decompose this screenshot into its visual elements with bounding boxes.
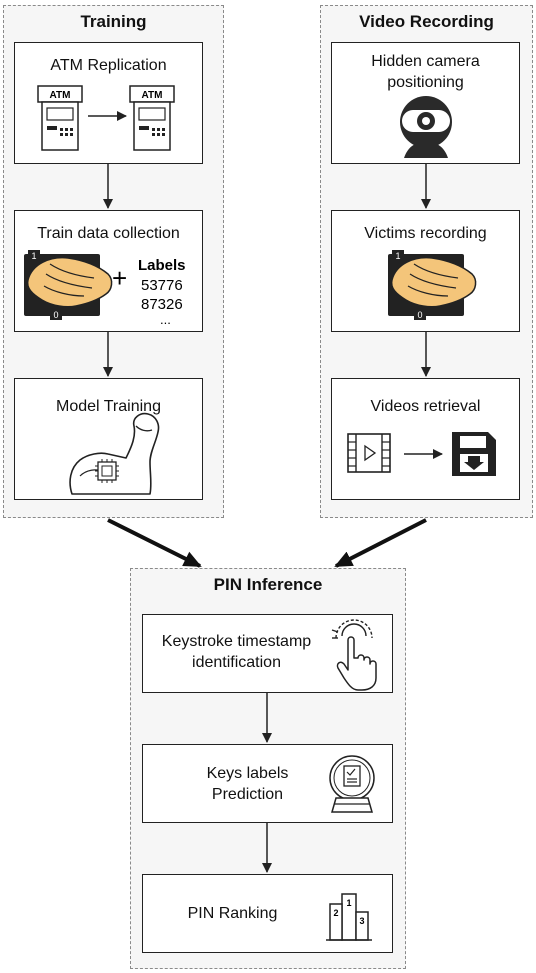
label-value: ...	[160, 312, 171, 327]
atm-sign-left: ATM	[50, 90, 71, 101]
crystal-ball-icon	[329, 755, 375, 813]
chip-icon	[95, 459, 119, 483]
hand-keypad-icon: 1 0	[24, 250, 113, 320]
floppy-disk-icon	[452, 432, 496, 476]
atm-sign-right: ATM	[142, 90, 163, 101]
model-training-box: Model Training	[14, 378, 203, 500]
svg-text:0: 0	[53, 310, 58, 320]
label-value: 87326	[141, 296, 183, 313]
videos-retrieval-label: Videos retrieval	[370, 398, 481, 415]
svg-text:1: 1	[395, 251, 400, 261]
label-value: 53776	[141, 277, 183, 294]
model-training-label: Model Training	[56, 398, 161, 415]
hand-keypad-icon: 1 0	[388, 250, 477, 320]
touch-hand-icon	[331, 619, 377, 691]
train-data-collection-label: Train data collection	[37, 225, 180, 242]
pin-ranking-label: PIN Ranking	[187, 905, 278, 922]
atm-replication-label: ATM Replication	[50, 57, 167, 74]
svg-text:0: 0	[417, 310, 422, 320]
victims-recording-label: Victims recording	[364, 225, 487, 242]
svg-text:3: 3	[359, 916, 364, 926]
webcam-icon	[400, 96, 452, 158]
hidden-camera-label: Hidden camera positioning	[371, 53, 480, 91]
atm-icon: ATM	[37, 85, 83, 151]
atm-icon: ATM	[129, 85, 175, 151]
keystroke-label: Keystroke timestamp identification	[161, 633, 312, 671]
video-recording-title: Video Recording	[359, 12, 494, 31]
labels-title: Labels	[138, 257, 186, 274]
training-title: Training	[80, 12, 147, 31]
arrow-video-to-pin	[334, 518, 427, 568]
video-file-icon	[347, 433, 391, 473]
flexed-arm-icon	[69, 412, 160, 495]
arrow-training-to-pin	[107, 518, 202, 568]
pin-inference-title: PIN Inference	[213, 575, 323, 594]
svg-text:2: 2	[333, 908, 338, 918]
svg-text:1: 1	[31, 251, 36, 261]
svg-text:1: 1	[346, 898, 351, 908]
plus-sign: +	[112, 263, 127, 293]
podium-icon: 1 2 3	[326, 893, 372, 941]
keys-labels-label: Keys labels Prediction	[206, 765, 289, 803]
